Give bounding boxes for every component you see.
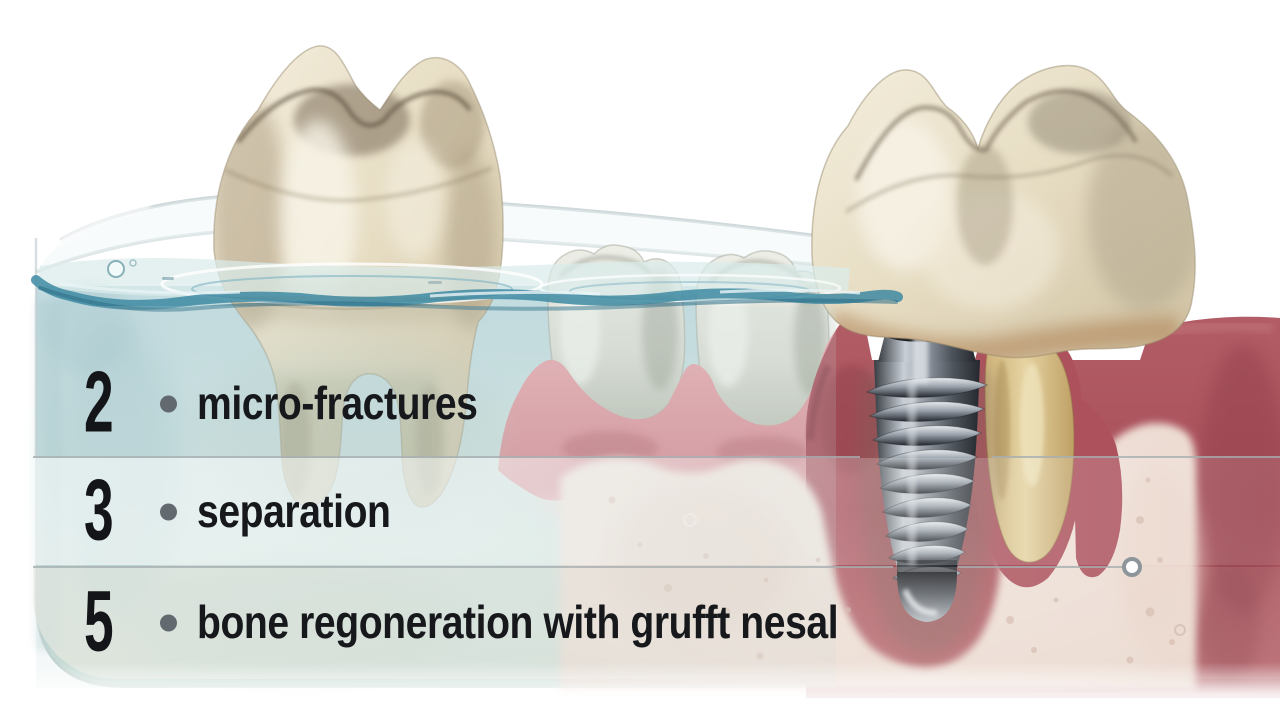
annotation-leader-line — [958, 566, 1123, 568]
list-item: 5 bone regoneration with grufft nesal — [33, 567, 1280, 679]
bottom-fade — [0, 662, 1280, 720]
step-number: 3 — [84, 461, 114, 558]
annotation-leader-line — [33, 566, 893, 568]
bullet-icon — [160, 503, 177, 520]
implant-crown — [811, 64, 1196, 359]
bullet-icon — [160, 614, 177, 632]
row-divider-line — [992, 456, 1280, 458]
step-label: micro-fractures — [197, 377, 478, 430]
list-item: 2 micro-fractures — [33, 352, 1280, 456]
step-number: 5 — [84, 573, 114, 670]
list-item: 3 separation — [33, 458, 1280, 565]
water-bubble — [107, 259, 442, 284]
row-divider-line — [33, 456, 860, 458]
bullet-icon — [160, 395, 177, 413]
step-label: separation — [197, 484, 391, 537]
step-number: 2 — [84, 354, 114, 451]
annotation-circle-marker — [1122, 557, 1142, 577]
step-label: bone regoneration with grufft nesal — [197, 596, 839, 649]
